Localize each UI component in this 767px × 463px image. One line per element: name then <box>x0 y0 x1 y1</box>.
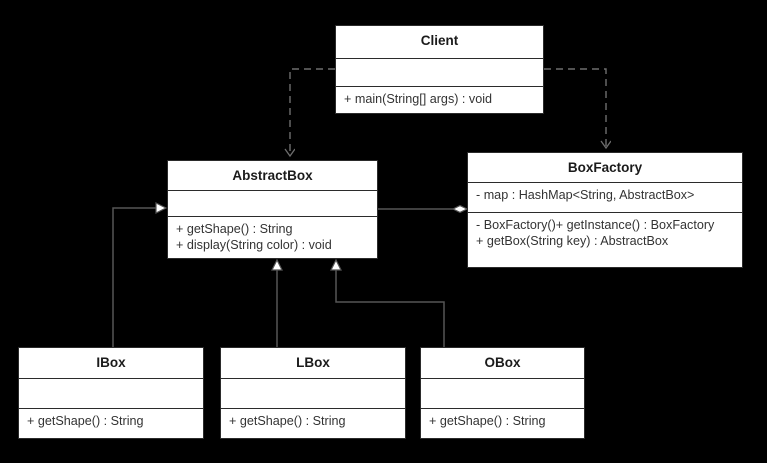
uml-class-boxfactory[interactable]: BoxFactory - map : HashMap<String, Abstr… <box>467 152 743 268</box>
class-attributes-obox <box>421 379 584 409</box>
class-name-obox: OBox <box>421 348 584 379</box>
operation-item: + getShape() : String <box>429 414 546 428</box>
operation-item: + getShape() : String <box>229 414 346 428</box>
uml-class-ibox[interactable]: IBox + getShape() : String <box>18 347 204 439</box>
class-operations-lbox: + getShape() : String <box>221 409 405 434</box>
class-operations-ibox: + getShape() : String <box>19 409 203 434</box>
class-attributes-boxfactory: - map : HashMap<String, AbstractBox> <box>468 183 742 213</box>
class-operations-boxfactory: - BoxFactory()+ getInstance() : BoxFacto… <box>468 213 742 254</box>
class-operations-client: + main(String[] args) : void <box>336 87 543 112</box>
attribute-item: - map : HashMap<String, AbstractBox> <box>476 188 695 202</box>
uml-class-abstractbox[interactable]: AbstractBox + getShape() : String + disp… <box>167 160 378 259</box>
class-name-boxfactory: BoxFactory <box>468 153 742 183</box>
connector-obox-to-abstractbox <box>330 258 445 347</box>
connector-client-to-abstractbox <box>290 68 335 156</box>
operation-item: + main(String[] args) : void <box>344 92 493 106</box>
class-attributes-client <box>336 59 543 87</box>
operation-item: + getShape() : String <box>176 222 293 236</box>
class-name-ibox: IBox <box>19 348 203 379</box>
class-operations-abstractbox: + getShape() : String + display(String c… <box>168 217 377 258</box>
operation-item: + display(String color) : void <box>176 238 332 253</box>
class-attributes-ibox <box>19 379 203 409</box>
uml-class-lbox[interactable]: LBox + getShape() : String <box>220 347 406 439</box>
class-attributes-lbox <box>221 379 405 409</box>
connector-ibox-to-abstractbox <box>112 202 168 347</box>
operation-item: + getShape() : String <box>27 414 144 428</box>
class-attributes-abstractbox <box>168 191 377 217</box>
operation-item: + getBox(String key) : AbstractBox <box>476 234 669 249</box>
class-operations-obox: + getShape() : String <box>421 409 584 434</box>
class-name-abstractbox: AbstractBox <box>168 161 377 191</box>
class-name-lbox: LBox <box>221 348 405 379</box>
uml-class-obox[interactable]: OBox + getShape() : String <box>420 347 585 439</box>
connector-client-to-boxfactory <box>544 68 606 148</box>
operation-item: - BoxFactory()+ getInstance() : BoxFacto… <box>476 218 715 232</box>
uml-class-client[interactable]: Client + main(String[] args) : void <box>335 25 544 114</box>
class-name-client: Client <box>336 26 543 59</box>
